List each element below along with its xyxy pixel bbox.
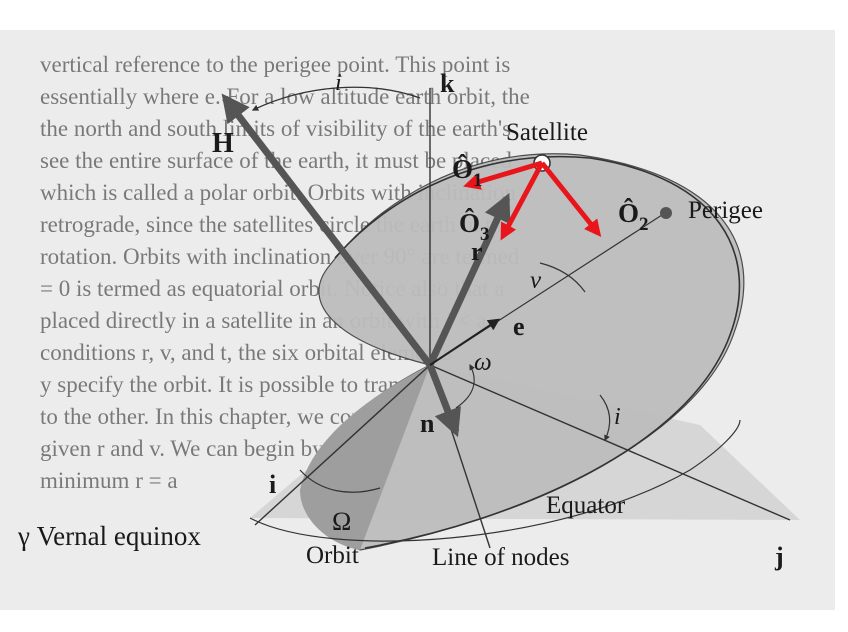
inclination-arc-right [599,394,611,442]
e-vector [429,318,501,366]
label-Omega: Ω [332,507,351,536]
label-O3-hat: Ô [459,208,480,238]
label-O1-hat: Ô [452,154,473,184]
label-nu: ν [530,267,542,294]
inclination-arc-top [251,86,421,111]
perigee-dot [660,207,672,219]
label-line-of-nodes: Line of nodes [432,544,569,571]
label-i-axis: i [269,470,276,499]
raan-arc [299,469,381,493]
o2-red-arrow [540,161,602,237]
bg-text-line: the north and south limits of visibility… [40,116,511,141]
label-O3: Ô3 [459,208,490,245]
bg-text-line: essentially where e. For a low altitude … [40,84,530,109]
bg-text-line: minimum r = a [40,468,178,493]
label-equator: Equator [546,492,626,519]
label-e: e [513,312,525,341]
label-orbit: Orbit [306,542,359,569]
label-O2-sub: 2 [639,214,649,235]
label-O1: Ô1 [452,154,483,191]
o1-red-arrow [463,160,543,190]
equator-curve [249,419,741,542]
h-vector [221,93,433,368]
label-O3-sub: 3 [480,224,490,245]
n-vector [426,363,461,438]
orbit-outline [334,155,741,549]
o3-red-arrow [500,161,545,241]
label-r: r [471,237,483,266]
label-vernal-equinox: γ Vernal equinox [17,521,201,551]
r-vector [426,192,511,367]
label-n: n [420,409,435,438]
label-satellite: Satellite [506,119,588,146]
label-O2: Ô2 [618,198,649,235]
label-O2-hat: Ô [618,198,639,228]
label-k: k [440,69,455,98]
label-i-right: i [614,404,621,430]
orbit-lower-wedge [300,365,430,550]
label-O1-sub: 1 [473,170,483,191]
label-i-top: i [335,70,342,96]
label-H: H [212,128,234,159]
omega-arc [455,363,475,409]
j-axis [429,364,791,521]
bg-text-line: vertical reference to the perigee point.… [40,52,510,77]
label-j: j [774,542,784,571]
label-perigee: Perigee [688,197,763,224]
nu-arc [539,262,586,293]
label-omega: ω [474,349,492,376]
i-axis [254,364,431,526]
